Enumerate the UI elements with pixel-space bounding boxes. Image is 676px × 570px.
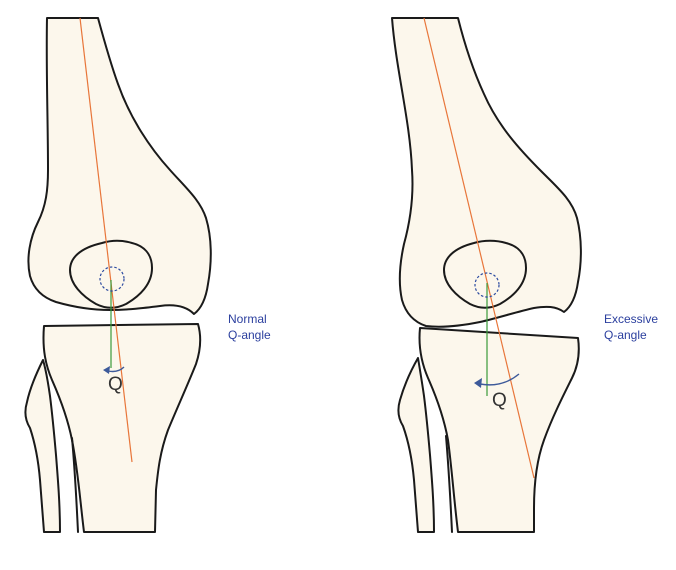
normal-femur <box>27 17 212 315</box>
excessive-label-line1: Excessive <box>604 312 658 326</box>
normal-label-line1: Normal <box>228 312 267 326</box>
excessive-q-label: Q <box>492 390 507 411</box>
normal-fibula <box>24 359 61 533</box>
normal-q-angle-arc <box>107 366 125 373</box>
excessive-tibia <box>418 327 580 533</box>
excessive-q-angle-arc <box>479 373 520 386</box>
normal-q-angle-arrowhead <box>103 366 110 374</box>
excessive-q-angle-arrowhead <box>474 378 482 388</box>
excessive-label: Excessive Q-angle <box>604 312 661 342</box>
normal-quadriceps-axis <box>79 17 133 463</box>
excessive-fibula <box>397 357 435 533</box>
normal-tibia <box>42 323 202 533</box>
normal-q-label: Q <box>108 374 123 395</box>
excessive-knee: Q Excessive Q-angle <box>391 17 661 533</box>
excessive-femur <box>391 17 582 328</box>
excessive-quadriceps-axis <box>423 17 535 479</box>
normal-knee: Q Normal Q-angle <box>24 17 271 533</box>
excessive-label-line2: Q-angle <box>604 328 647 342</box>
normal-label-line2: Q-angle <box>228 328 271 342</box>
normal-tibia-fibula-contact <box>71 437 79 533</box>
normal-patella-center-marker <box>99 266 125 292</box>
excessive-tibia-fibula-contact <box>445 435 453 533</box>
normal-patella <box>69 239 153 309</box>
normal-label: Normal Q-angle <box>228 312 271 342</box>
excessive-patella-center-marker <box>474 272 500 298</box>
